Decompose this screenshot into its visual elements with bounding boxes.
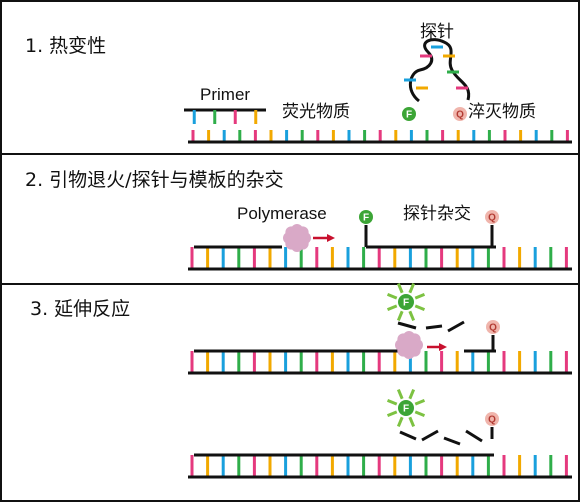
fluorophore-circle (398, 400, 414, 416)
quencher-marker: Q (485, 412, 499, 426)
quencher-circle (485, 210, 499, 224)
glow-ray (408, 388, 416, 400)
quencher-marker: Q (453, 107, 467, 121)
fluorophore-letter: F (403, 298, 409, 309)
quencher-marker: Q (486, 320, 500, 334)
dna-duplex (188, 453, 572, 479)
fluorophore-letter: F (363, 213, 369, 224)
polymerase-blob (283, 224, 311, 252)
quencher-circle (486, 320, 500, 334)
single-strand (184, 108, 266, 124)
glow-ray (386, 304, 398, 312)
dna-duplex (188, 245, 572, 271)
cleaved-fragment (447, 320, 465, 333)
cleaved-fragment (399, 430, 417, 441)
extension-arrow (427, 343, 447, 351)
step-2-label: 2. 引物退火/探针与模板的杂交 (25, 169, 284, 191)
step-3-label: 3. 延伸反应 (30, 298, 130, 320)
polymerase-blob (395, 331, 423, 359)
dynamic-layer: F Q F Q F Q F Q (184, 38, 572, 479)
glow-ray (414, 304, 426, 312)
arrow-head (439, 343, 447, 351)
probe-hybrid-label: 探针杂交 (403, 204, 471, 224)
glow-ray (414, 398, 426, 406)
cleaved-fragment (421, 429, 439, 442)
glow-ray (396, 310, 404, 322)
fluorophore-marker: F (398, 400, 414, 416)
quencher-marker: Q (485, 210, 499, 224)
glow-ray (396, 388, 404, 400)
glow-ray (408, 282, 416, 294)
quencher-circle (453, 107, 467, 121)
quencher-label: 淬灭物质 (468, 102, 536, 122)
fluorophore-circle (402, 107, 416, 121)
glow-ray (414, 292, 426, 300)
cleaved-fragment (397, 321, 417, 330)
step-1-label: 1. 热变性 (25, 35, 106, 57)
fluorophore-marker: F (398, 294, 414, 310)
glow-ray (414, 410, 426, 418)
cleaved-fragment (425, 324, 443, 330)
fluorophore-letter: F (406, 110, 412, 121)
glow-ray (396, 416, 404, 428)
primer-label: Primer (200, 85, 250, 104)
fluorophore-circle (359, 210, 373, 224)
template-strand-single (188, 130, 572, 144)
dna-duplex (188, 349, 572, 375)
fluorescence-glow (386, 282, 426, 322)
glow-ray (386, 398, 398, 406)
fluorophore-marker: F (359, 210, 373, 224)
quencher-letter: Q (456, 110, 464, 121)
quencher-letter: Q (488, 213, 496, 224)
glow-ray (396, 282, 404, 294)
free-probe (404, 38, 471, 103)
quencher-letter: Q (488, 415, 496, 426)
glow-ray (386, 292, 398, 300)
cleaved-fragment (443, 436, 461, 446)
glow-ray (386, 410, 398, 418)
fluorophore-marker: F (402, 107, 416, 121)
extension-arrow (313, 234, 335, 242)
arrow-head (327, 234, 335, 242)
probe-label: 探针 (420, 22, 454, 42)
polymerase-label: Polymerase (237, 204, 327, 223)
quencher-letter: Q (489, 323, 497, 334)
cleaved-fragment (465, 429, 483, 443)
fluorophore-letter: F (403, 404, 409, 415)
fluorescent-label: 荧光物质 (282, 102, 350, 122)
fluorescence-glow (386, 388, 426, 428)
glow-ray (408, 416, 416, 428)
glow-ray (408, 310, 416, 322)
fluorophore-circle (398, 294, 414, 310)
polymerase-core (401, 337, 417, 353)
polymerase-core (289, 230, 305, 246)
quencher-circle (485, 412, 499, 426)
